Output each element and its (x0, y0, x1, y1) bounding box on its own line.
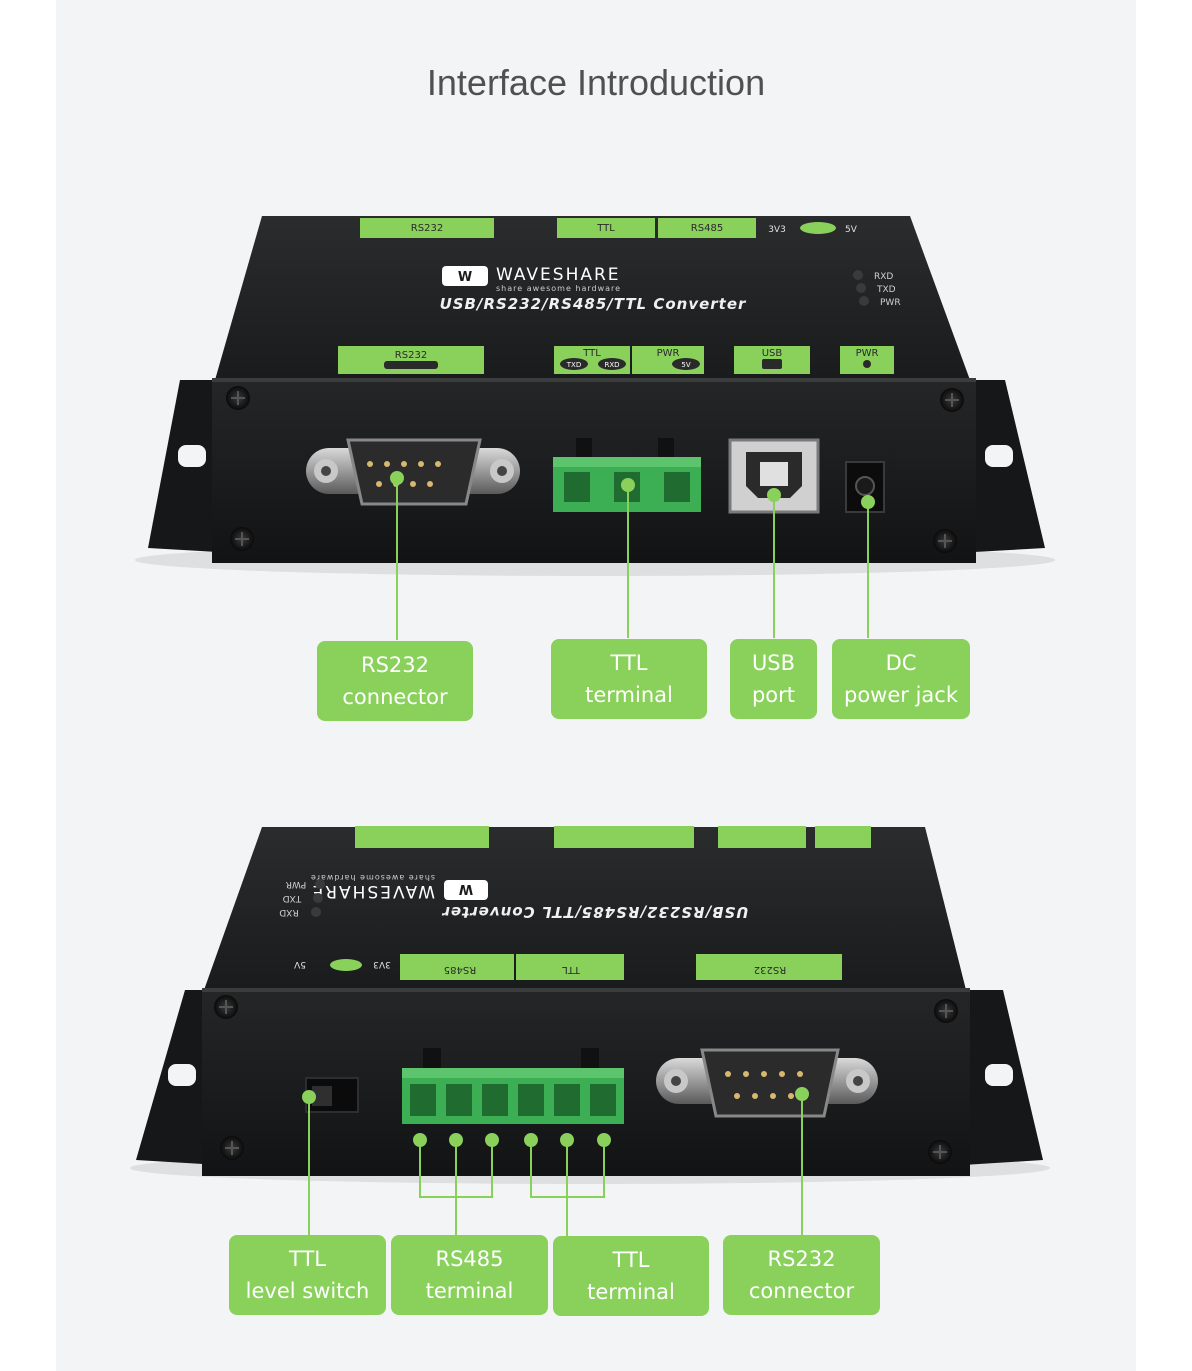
led-label-txd: TXD (876, 285, 896, 295)
rear-label-ttl: TTL (562, 964, 581, 975)
front-label-pwr: PWR (657, 348, 680, 359)
dc-power-jack-icon (845, 461, 885, 513)
brand-tagline: share awesome hardware (496, 284, 621, 293)
label-ttl-terminal-bottom: TTL terminal (553, 1236, 709, 1316)
label-ttl-terminal: TTL terminal (551, 639, 707, 719)
led-label-rxd-rotated: RXD (279, 907, 298, 917)
led-label-pwr: PWR (880, 298, 901, 308)
brand-name: WAVESHARE (496, 265, 621, 285)
waveshare-logo-icon (442, 266, 488, 286)
brand-name-rotated: WAVESHARE (310, 881, 435, 901)
device-model-rotated: USB/RS232/RS485/TTL Converter (441, 903, 748, 921)
top-label-3v3: 3V3 (768, 225, 786, 235)
device-bottom-view: RS232 TTL RS485 3V3 5V W WAVESHARE share… (130, 826, 1050, 1236)
rear-label-3v3: 3V3 (373, 959, 391, 969)
front-label-usb: USB (762, 348, 783, 359)
label-rs485-terminal: RS485 terminal (391, 1235, 548, 1315)
waveshare-logo-rotated-icon (444, 880, 488, 900)
label-ttl-level-switch: TTL level switch (229, 1235, 386, 1315)
label-usb-port: USB port (730, 639, 817, 719)
svg-text:W: W (458, 270, 472, 285)
rear-label-rs485: RS485 (444, 964, 476, 975)
ttl-terminal-icon (553, 438, 701, 512)
device-top-view: RS232 TTL RS485 3V3 5V W WAVESHARE share… (135, 216, 1055, 640)
label-rs232-connector: RS232 connector (317, 641, 473, 721)
top-label-rs485: RS485 (691, 223, 723, 234)
led-label-pwr-rotated: PWR (286, 879, 307, 889)
label-dc-power-jack: DC power jack (832, 639, 970, 719)
page-title: Interface Introduction (426, 62, 766, 103)
brand-tagline-rotated: share awesome hardware (310, 873, 435, 882)
rear-label-5v: 5V (293, 959, 306, 969)
top-label-rs232: RS232 (411, 223, 443, 234)
led-label-rxd: RXD (874, 272, 893, 282)
rs485-ttl-terminal-icon (402, 1048, 624, 1124)
top-label-5v: 5V (845, 225, 858, 235)
led-label-txd-rotated: TXD (283, 893, 303, 903)
svg-text:5V: 5V (681, 361, 690, 369)
svg-text:RXD: RXD (604, 361, 619, 369)
label-rs232-connector-bottom: RS232 connector (723, 1235, 880, 1315)
front-label-rs232: RS232 (395, 350, 427, 361)
front-label-ttl: TTL (582, 348, 601, 359)
device-model: USB/RS232/RS485/TTL Converter (440, 295, 747, 313)
svg-text:TXD: TXD (566, 361, 581, 369)
svg-text:W: W (459, 881, 473, 896)
rs232-connector-icon (306, 438, 520, 506)
front-label-pwr2: PWR (856, 348, 879, 359)
top-label-ttl: TTL (596, 223, 615, 234)
rear-label-rs232: RS232 (754, 964, 786, 975)
